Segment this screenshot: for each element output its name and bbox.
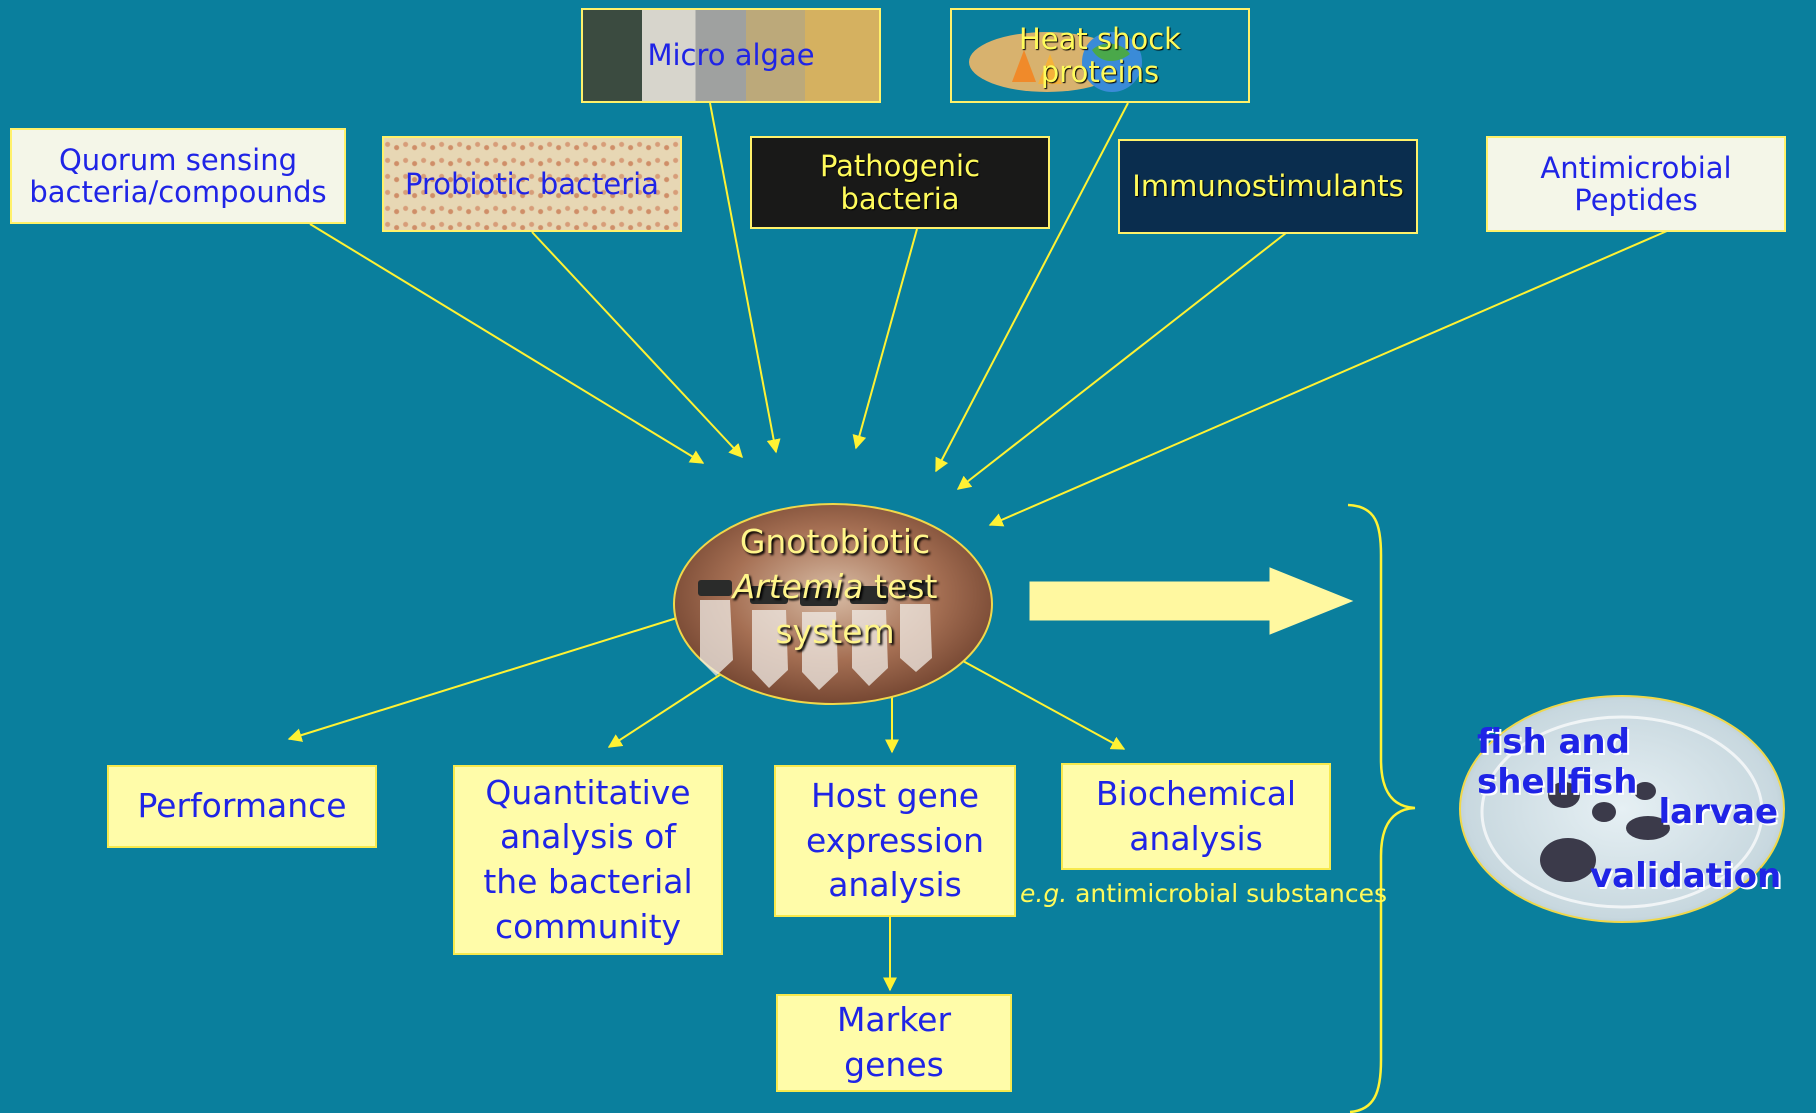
biochemical-analysis-box: Biochemical analysis xyxy=(1061,763,1331,870)
arrow-pathogenic xyxy=(852,228,918,450)
heat-shock-label-2: proteins xyxy=(1040,54,1160,89)
quantitative-label-2: analysis of xyxy=(500,817,676,857)
arrow-to-performance xyxy=(287,616,681,742)
block-arrow-right xyxy=(1029,567,1354,635)
example-prefix: e.g. xyxy=(1020,879,1068,908)
center-label-test: test xyxy=(863,567,938,607)
example-text: antimicrobial substances xyxy=(1067,879,1387,908)
arrow-quorum xyxy=(309,223,705,464)
marker-genes-label-2: genes xyxy=(844,1045,944,1084)
quantitative-label-3: the bacterial xyxy=(483,862,693,901)
center-label-line-1: Gnotobiotic xyxy=(739,522,931,561)
heat-shock-label-1: Heat shock xyxy=(1019,22,1181,57)
immunostimulants-box: Immunostimulants xyxy=(1118,139,1418,234)
example-note: e.g. antimicrobial substances xyxy=(1020,879,1387,908)
host-gene-label-2: expression xyxy=(805,820,984,860)
arrow-probiotic xyxy=(531,231,743,459)
micro-algae-label: Micro algae xyxy=(647,38,815,73)
arrow-to-quantitative xyxy=(607,664,736,748)
quantitative-label-4: community xyxy=(494,906,682,946)
antimicrobial-peptides-box: Antimicrobial Peptides xyxy=(1486,136,1786,232)
validation-label: fish and shellfish larvae validation xyxy=(1450,722,1796,922)
heat-shock-proteins-box: Heat shock proteins xyxy=(950,8,1250,103)
marker-genes-label-1: Marker xyxy=(836,1000,952,1040)
arrow-micro-algae xyxy=(709,102,781,454)
center-label-line-2: Artemia test xyxy=(705,564,965,609)
biochemical-label-2: analysis xyxy=(1129,818,1263,858)
quorum-sensing-label-2: bacteria/compounds xyxy=(29,175,327,209)
arrow-to-biochemical xyxy=(951,654,1126,750)
arrow-amp xyxy=(988,230,1668,527)
larvae-dish-image xyxy=(1459,695,1785,923)
host-gene-label-1: Host gene xyxy=(810,776,980,816)
heat-shock-cartoon xyxy=(969,32,1142,92)
performance-label: Performance xyxy=(137,786,347,826)
quantitative-label-1: Quantitative xyxy=(485,772,691,812)
probiotic-bacteria-label: Probiotic bacteria xyxy=(405,166,659,201)
curly-brace xyxy=(1347,503,1416,1113)
micro-algae-box: Micro algae xyxy=(581,8,881,103)
immunostimulants-label: Immunostimulants xyxy=(1132,169,1404,204)
quorum-sensing-box: Quorum sensing bacteria/compounds xyxy=(10,128,346,224)
arrow-immuno xyxy=(956,232,1287,490)
antimicrobial-peptides-label-2: Peptides xyxy=(1574,183,1698,217)
pathogenic-bacteria-label-1: Pathogenic xyxy=(819,149,981,184)
host-gene-label-3: analysis xyxy=(828,865,962,905)
artemia-test-system-image xyxy=(673,503,993,705)
probiotic-bacteria-box: Probiotic bacteria xyxy=(382,136,682,232)
biochemical-label-1: Biochemical xyxy=(1095,773,1297,813)
arrow-heat-shock xyxy=(935,102,1129,473)
performance-box: Performance xyxy=(107,765,377,848)
marker-genes-box: Marker genes xyxy=(776,994,1012,1092)
pathogenic-bacteria-label-2: bacteria xyxy=(840,181,960,216)
quorum-sensing-label-1: Quorum sensing xyxy=(58,142,297,177)
input-arrows xyxy=(309,102,1668,527)
validation-line-3: validation xyxy=(1590,856,1782,896)
antimicrobial-peptides-label-1: Antimicrobial xyxy=(1540,150,1732,185)
validation-line-2: larvae xyxy=(1658,792,1778,832)
center-label: Gnotobiotic Artemia test system xyxy=(705,519,965,655)
center-label-artemia: Artemia xyxy=(732,567,864,607)
pathogenic-bacteria-box: Pathogenic bacteria xyxy=(750,136,1050,229)
center-label-line-3: system xyxy=(775,612,895,652)
host-gene-expression-box: Host gene expression analysis xyxy=(774,765,1016,917)
validation-line-1: fish and shellfish xyxy=(1477,722,1638,802)
output-arrows xyxy=(287,616,1126,992)
quantitative-analysis-box: Quantitative analysis of the bacterial c… xyxy=(453,765,723,955)
